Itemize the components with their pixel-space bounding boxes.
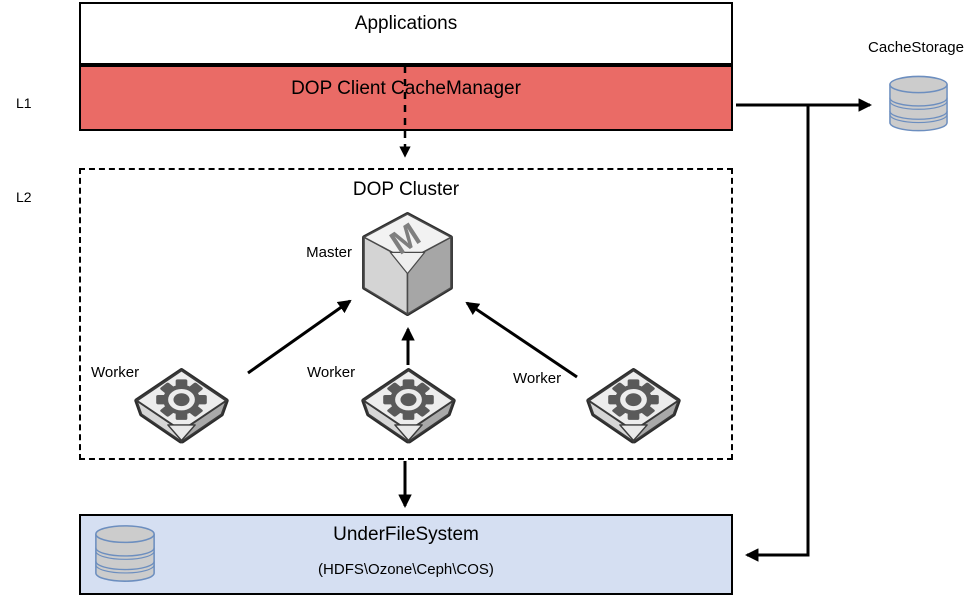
- underfilesystem-box: [79, 514, 733, 595]
- cachestorage-label: CacheStorage: [868, 39, 964, 56]
- cachestorage-database-icon: [885, 75, 952, 134]
- dop-cluster-box: [79, 168, 733, 460]
- arrow-branch-to-ufs: [744, 105, 810, 562]
- dop-client-cachemanager-box: DOP Client CacheManager: [79, 65, 733, 131]
- worker-node-icon: [580, 367, 687, 444]
- layer-l1-label: L1: [16, 95, 32, 111]
- master-node-icon: M: [357, 211, 458, 318]
- underfilesystem-title: UnderFileSystem: [333, 524, 479, 545]
- worker-label: Worker: [91, 364, 140, 381]
- layer-l2-label: L2: [16, 189, 32, 205]
- dop-cluster-title: DOP Cluster: [352, 179, 460, 200]
- underfilesystem-subtitle: (HDFS\Ozone\Ceph\COS): [318, 561, 494, 578]
- worker-label: Worker: [513, 370, 562, 387]
- applications-label: Applications: [354, 13, 458, 34]
- dop-client-label: DOP Client CacheManager: [291, 78, 521, 99]
- worker-label: Worker: [307, 364, 356, 381]
- applications-box: Applications: [79, 2, 733, 65]
- worker-node-icon: [355, 367, 462, 444]
- master-label: Master: [306, 244, 352, 261]
